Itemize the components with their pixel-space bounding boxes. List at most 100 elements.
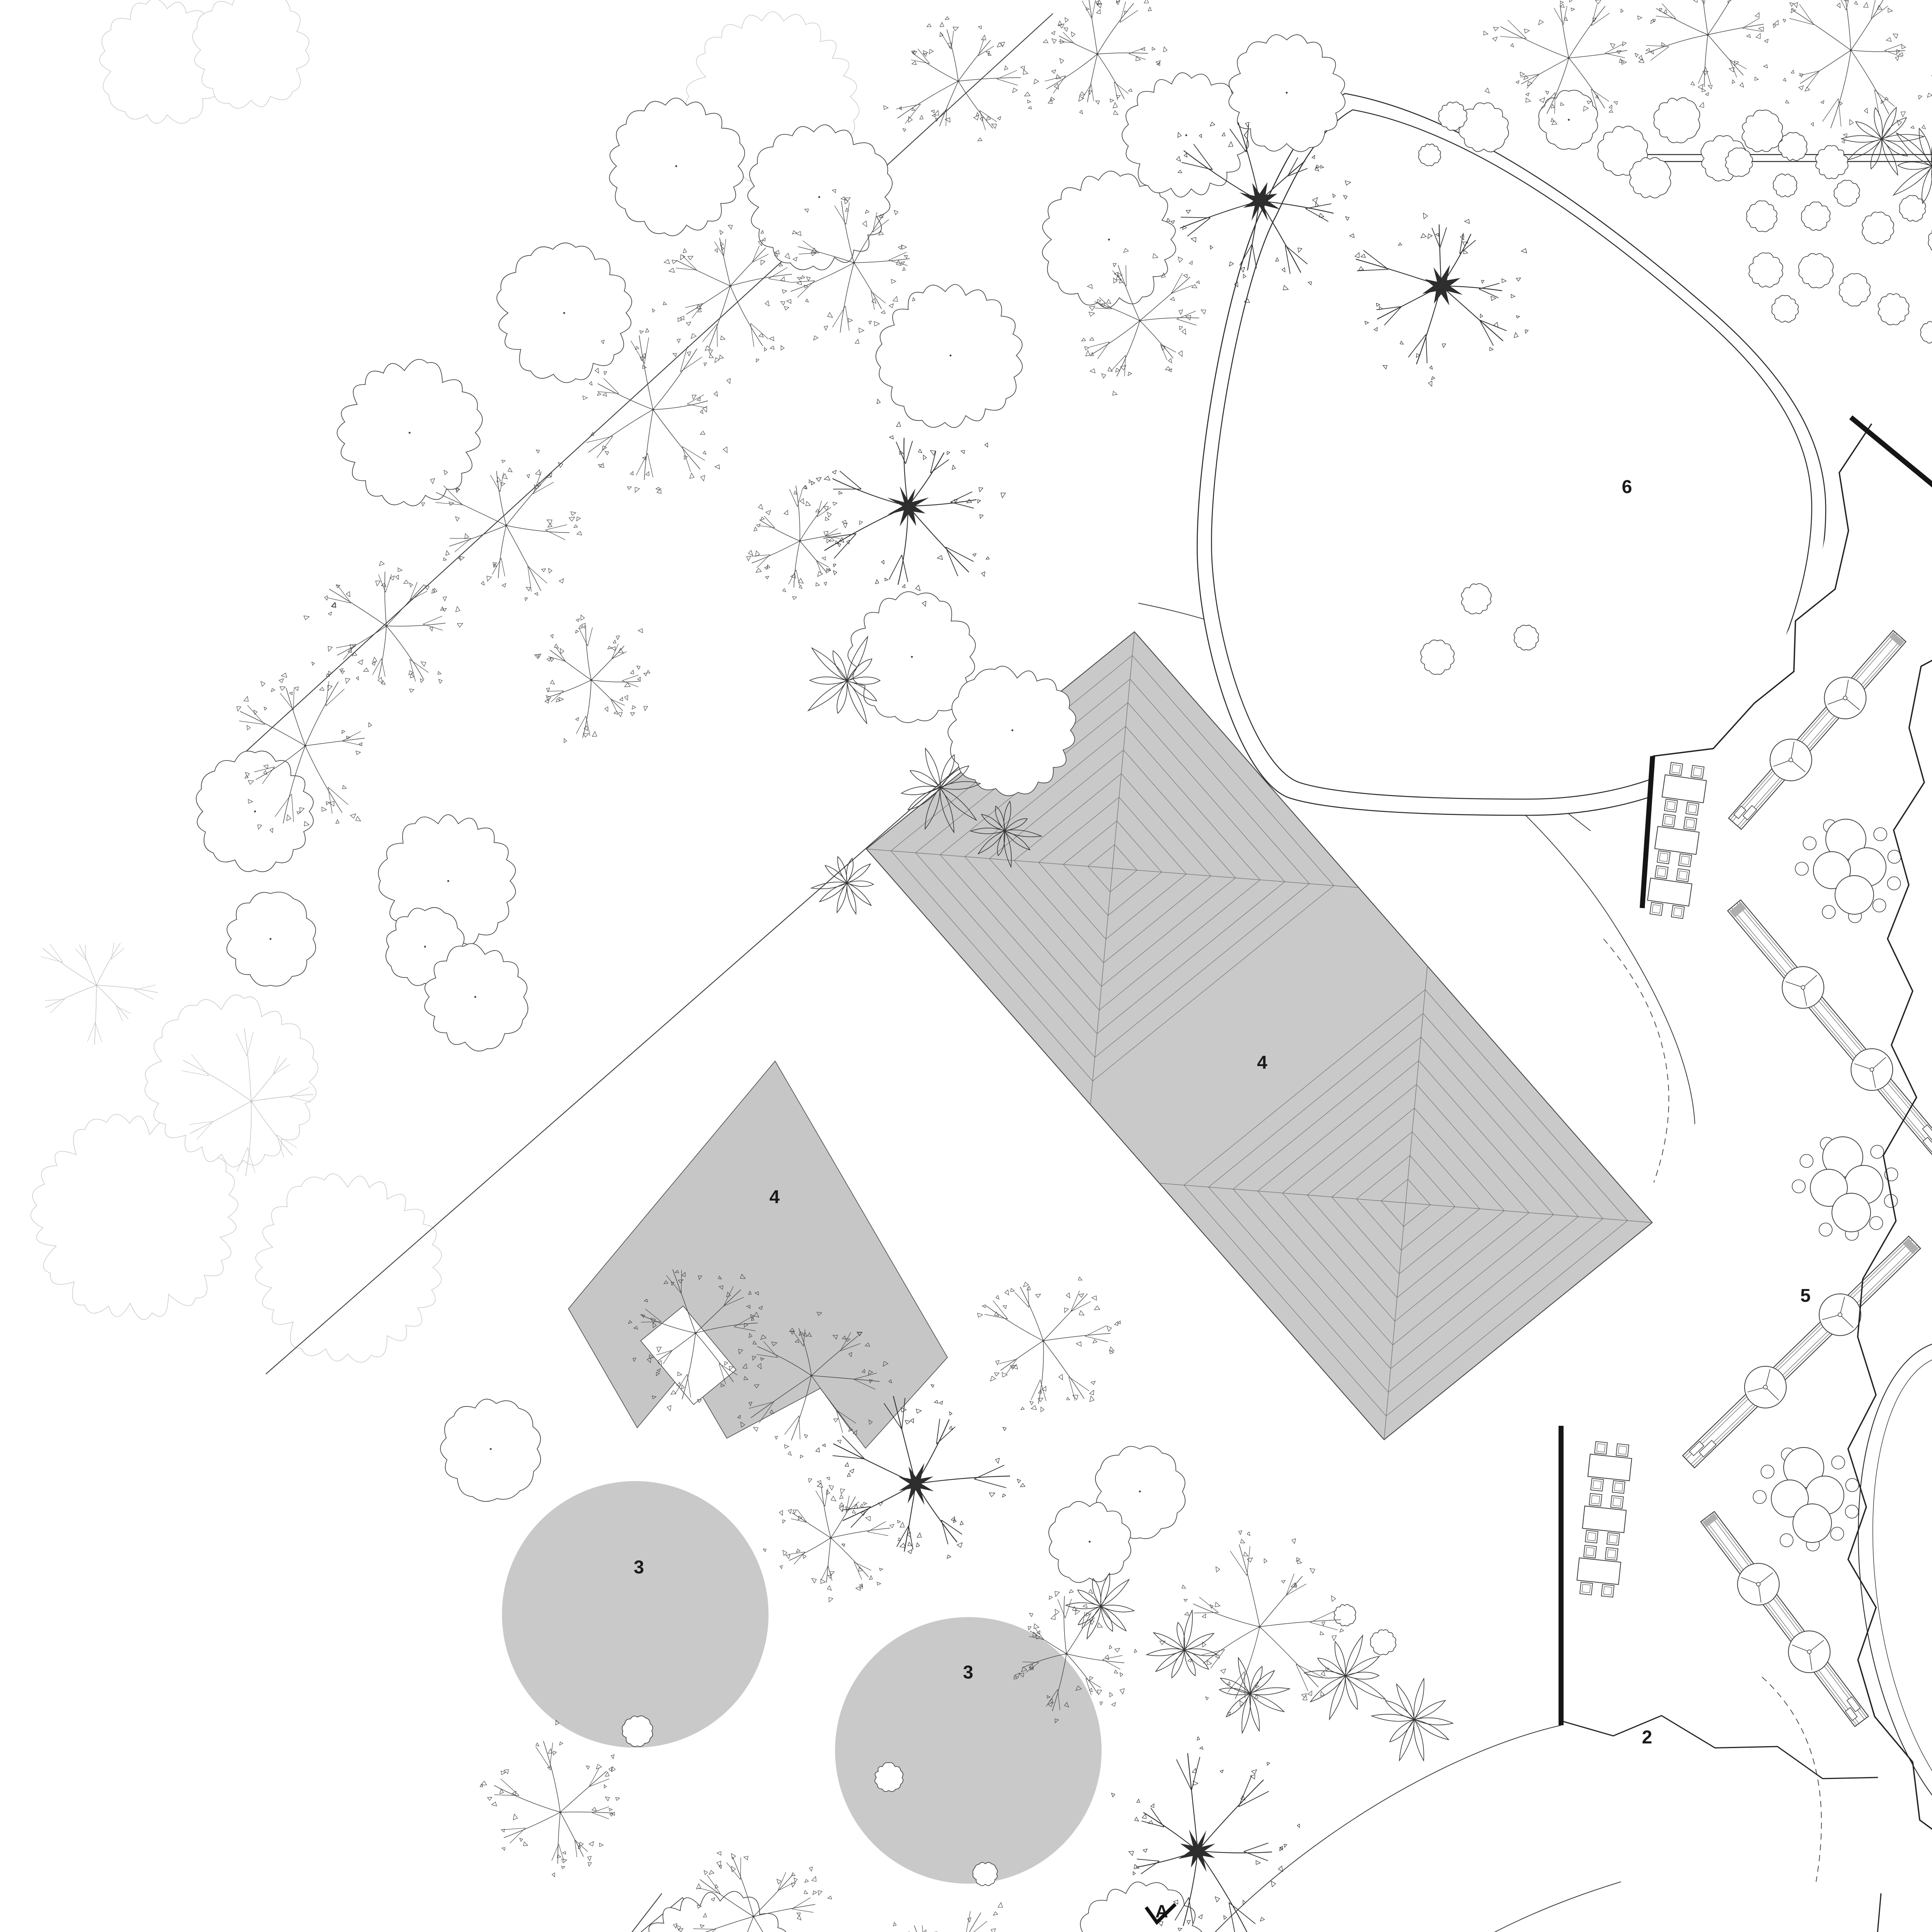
branch-fork (1102, 1659, 1121, 1670)
branch-fork (854, 1562, 871, 1571)
chair (1606, 1532, 1620, 1546)
branch-fork (698, 1888, 721, 1894)
leaf (588, 1862, 592, 1867)
branch-fork (1176, 311, 1196, 320)
branch (1046, 54, 1098, 90)
leaf (754, 1384, 760, 1389)
leaf (581, 622, 586, 629)
leaf (1049, 1595, 1053, 1600)
leaf (1160, 345, 1166, 351)
leaf (403, 580, 409, 584)
branch-fork (1194, 1612, 1219, 1613)
wall-thick-west-upper (1639, 756, 1655, 908)
ramp-pivot-hub (1763, 1385, 1768, 1389)
leaf (643, 673, 647, 677)
branch (1038, 1340, 1044, 1404)
leaf (949, 1411, 952, 1416)
branch-fork (666, 1275, 682, 1294)
ramp-pivot-spoke (1840, 1314, 1854, 1328)
leaf (791, 1883, 796, 1888)
leaf (1360, 253, 1366, 258)
leaf (760, 517, 765, 521)
leaf (286, 814, 291, 821)
ramp-end-box (1742, 805, 1757, 821)
leaf (605, 1796, 610, 1801)
leaf (1189, 260, 1193, 265)
leaf (1275, 257, 1279, 262)
leaf (803, 1332, 808, 1337)
leaf (1429, 365, 1433, 370)
ramp-pivot-hub (1843, 696, 1848, 701)
branch-fork (1006, 1359, 1017, 1374)
leaf (1071, 31, 1076, 37)
leaf (1526, 97, 1531, 103)
branch-fork (941, 1520, 949, 1544)
branch-fork (752, 254, 769, 263)
chair-inner (1614, 1482, 1623, 1492)
leaf (1143, 1848, 1148, 1853)
leaf (652, 1322, 657, 1328)
branch (1088, 0, 1098, 54)
leaf (760, 1334, 767, 1340)
leaf (796, 1548, 801, 1553)
branch (653, 409, 701, 469)
branch (658, 1333, 696, 1361)
leaf (816, 1483, 823, 1488)
leaf (769, 345, 775, 350)
branch-fork (1591, 89, 1609, 102)
ramp-pivot-spoke (1871, 1069, 1876, 1088)
leaf (544, 698, 549, 704)
building-number-label: 3 (963, 1662, 973, 1683)
leaf (375, 580, 381, 587)
branch-fork (574, 1840, 588, 1852)
leaf (1150, 1803, 1155, 1808)
leaf (1354, 252, 1360, 258)
branch (753, 1916, 764, 1932)
leaf (1481, 280, 1485, 284)
leaf (900, 261, 905, 265)
branch-fork (1082, 1612, 1085, 1629)
chair-inner (1603, 1586, 1612, 1595)
bush-icon (874, 1762, 903, 1792)
branch-fork (1806, 71, 1820, 88)
leaf (837, 543, 841, 547)
leaf (856, 1332, 863, 1336)
building-number-label: 4 (769, 1187, 780, 1208)
leaf (1120, 365, 1126, 371)
branch (830, 1537, 869, 1577)
round-table (1793, 1503, 1832, 1543)
palm-frond (1874, 107, 1883, 139)
leaf (1551, 120, 1558, 125)
leaf (1128, 1851, 1134, 1856)
leaf (646, 670, 651, 673)
roof-ring (1038, 797, 1187, 940)
palm-frond (1329, 1675, 1346, 1721)
branch-fork (1085, 1336, 1109, 1342)
leaf (799, 1331, 804, 1336)
branch (840, 262, 854, 333)
palm-frond (1881, 117, 1907, 139)
branch (753, 1904, 815, 1917)
leaf (481, 581, 485, 586)
leaf (1116, 0, 1121, 4)
chair-inner (1673, 907, 1683, 917)
leaf (1428, 380, 1432, 387)
branch (1059, 36, 1098, 54)
branch-fork (454, 538, 471, 553)
leaf (1255, 1860, 1261, 1865)
tree-center-dot (1568, 119, 1570, 121)
leaf (1927, 92, 1932, 98)
leaf (677, 1371, 682, 1376)
leaf (641, 1314, 645, 1318)
branch (695, 1323, 758, 1333)
leaf (796, 1915, 802, 1921)
branch (591, 646, 624, 680)
leaf (903, 255, 908, 259)
branch-fork (1541, 92, 1556, 109)
palm-frond (1384, 1700, 1415, 1720)
branch (903, 438, 909, 507)
leaf (837, 1440, 842, 1444)
branch (1117, 265, 1140, 321)
tree-branchy-icon (883, 16, 1032, 141)
branch (821, 1487, 831, 1538)
